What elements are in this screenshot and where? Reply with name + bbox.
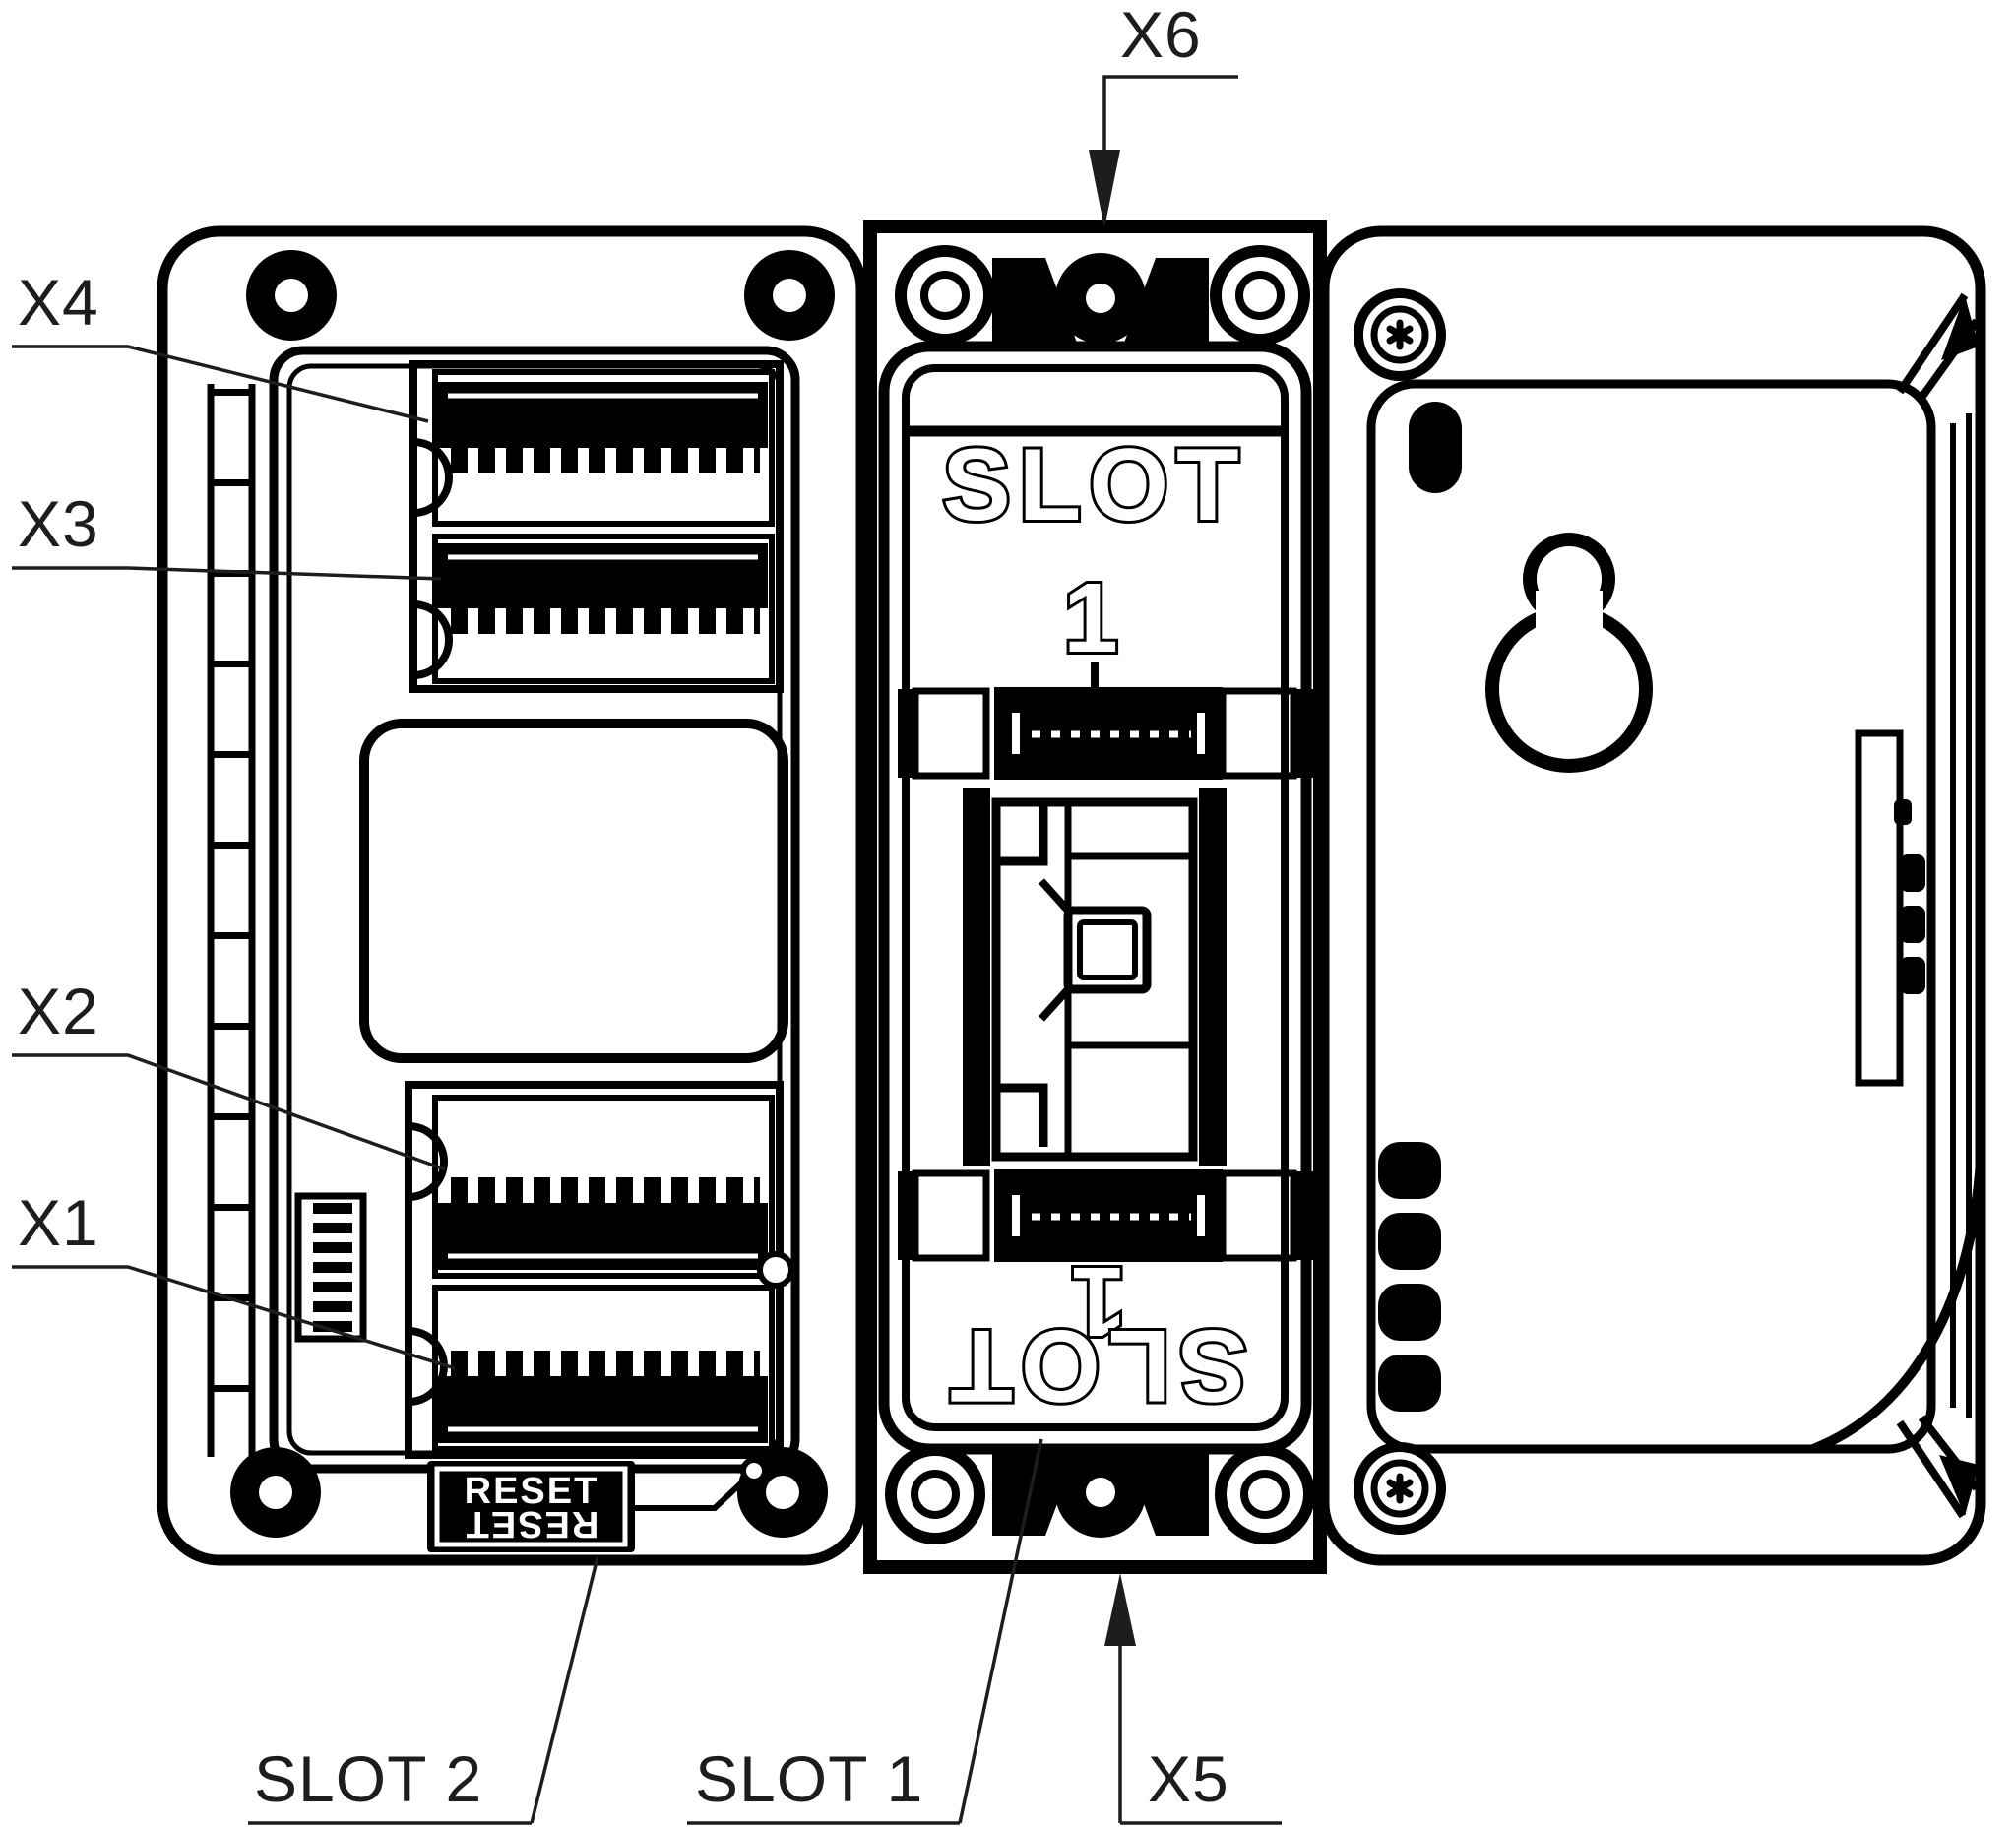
bay-cutout-icon xyxy=(410,437,453,518)
callout-x5-arrowhead-icon xyxy=(1104,1573,1136,1646)
callout-x4-leader xyxy=(12,345,429,423)
reset-link-eyelet-icon xyxy=(740,1457,768,1484)
din-rail-clip xyxy=(1811,292,1985,1519)
slot-upper-connector xyxy=(898,687,1313,780)
callout-x6-leader xyxy=(1102,75,1238,156)
board-connector-icon xyxy=(994,687,1223,780)
callout-x1: X1 xyxy=(12,1186,456,1370)
bay-cutout-icon xyxy=(410,599,453,680)
callout-x4-label: X4 xyxy=(18,266,99,339)
callout-x6: X6 xyxy=(1089,0,1238,228)
reset-marking-block: RESET RESET xyxy=(427,1457,768,1552)
slot-word-bottom: SLOT xyxy=(942,1308,1246,1422)
slot-num-bottom: 1 xyxy=(1063,1246,1126,1356)
clip-wedge-icon xyxy=(1896,292,1969,395)
callout-x6-arrowhead-icon xyxy=(1089,150,1120,228)
clip-wedge-icon xyxy=(1896,1419,1967,1519)
callout-x6-label: X6 xyxy=(1120,0,1202,71)
right-module-housing xyxy=(1318,225,1986,1566)
callout-x3: X3 xyxy=(12,487,442,581)
left-module-housing xyxy=(157,225,867,1566)
right-module-inner-panel xyxy=(1366,379,1936,1454)
screw-ear-top-left-icon xyxy=(246,250,337,341)
callout-x3-label: X3 xyxy=(18,487,99,560)
clip-hook-curve xyxy=(1811,1161,1985,1454)
callout-slot2-label: SLOT 2 xyxy=(254,1742,482,1815)
bay-hole-icon xyxy=(757,1251,794,1289)
vent-slot-icon xyxy=(1378,1142,1441,1199)
callout-x1-label: X1 xyxy=(18,1186,99,1259)
screw-ear-bottom-left-icon xyxy=(230,1447,321,1538)
fastener-wing-icon xyxy=(992,1451,1077,1536)
connector-bay-top xyxy=(410,360,784,693)
slot-module-bottom-fasteners xyxy=(885,1444,1315,1544)
callouts: X4 X3 X2 X1 X6 X5 xyxy=(12,0,1282,1825)
left-module-inner-panel xyxy=(269,346,800,1474)
label-plate xyxy=(359,719,788,1063)
connector-bay-bottom xyxy=(405,1081,794,1459)
callout-x2-leader xyxy=(12,1053,446,1171)
callout-x1-leader xyxy=(12,1265,456,1370)
slot-num-top: 1 xyxy=(1063,563,1126,673)
middle-slot-module: SLOT 1 xyxy=(863,220,1327,1574)
slot-lower-connector xyxy=(898,1169,1313,1262)
fastener-wing-icon xyxy=(992,258,1077,343)
clip-slider-icon xyxy=(1855,729,1904,1087)
card-window-icon xyxy=(1063,906,1152,994)
connector-x4 xyxy=(432,369,775,527)
torx-screw-icon xyxy=(1354,1442,1446,1535)
callout-x2: X2 xyxy=(12,975,446,1171)
slot1-carrier: SLOT 1 xyxy=(878,341,1313,1455)
connector-x3 xyxy=(432,534,775,684)
slot-word-top: SLOT xyxy=(942,428,1246,542)
callout-slot2: SLOT 2 xyxy=(248,1556,599,1825)
mounting-rail-ladder xyxy=(207,384,256,1457)
connector-x2 xyxy=(432,1095,775,1279)
vent-slot-icon xyxy=(1378,1213,1441,1270)
reset-link-wire xyxy=(635,1476,749,1511)
callout-slot1: SLOT 1 xyxy=(687,1438,1043,1825)
vent-slot-icon xyxy=(1378,1284,1441,1341)
callout-x4: X4 xyxy=(12,266,429,423)
vent-slots xyxy=(1378,1142,1441,1412)
reset-text: RESET xyxy=(465,1471,599,1512)
callout-x5-label: X5 xyxy=(1148,1742,1229,1815)
callout-slot1-leader xyxy=(958,1438,1043,1824)
callout-slot2-leader xyxy=(530,1556,599,1824)
vent-slot-icon xyxy=(1378,1355,1441,1412)
housing-latch-pill-icon xyxy=(1409,402,1462,493)
callout-slot1-label: SLOT 1 xyxy=(695,1742,923,1815)
left-module: RESET RESET xyxy=(157,225,867,1566)
callout-x5: X5 xyxy=(1104,1573,1282,1825)
callout-x2-label: X2 xyxy=(18,975,99,1047)
mechanism-step-edge xyxy=(991,802,1048,1147)
slot-module-top-fasteners xyxy=(895,245,1310,346)
torx-screw-icon xyxy=(1354,288,1446,381)
pin-header-connector xyxy=(294,1192,367,1343)
keyhole-mount-icon xyxy=(1485,533,1653,773)
reset-text-inverted: RESET xyxy=(465,1503,599,1544)
right-module xyxy=(1318,225,1986,1566)
callout-x3-leader xyxy=(12,566,442,581)
fastener-wing-icon xyxy=(1124,258,1209,343)
screw-ear-top-right-icon xyxy=(744,250,835,341)
fastener-wing-icon xyxy=(1124,1451,1209,1536)
connector-x1 xyxy=(432,1285,775,1452)
card-slot-mechanism xyxy=(963,788,1227,1166)
